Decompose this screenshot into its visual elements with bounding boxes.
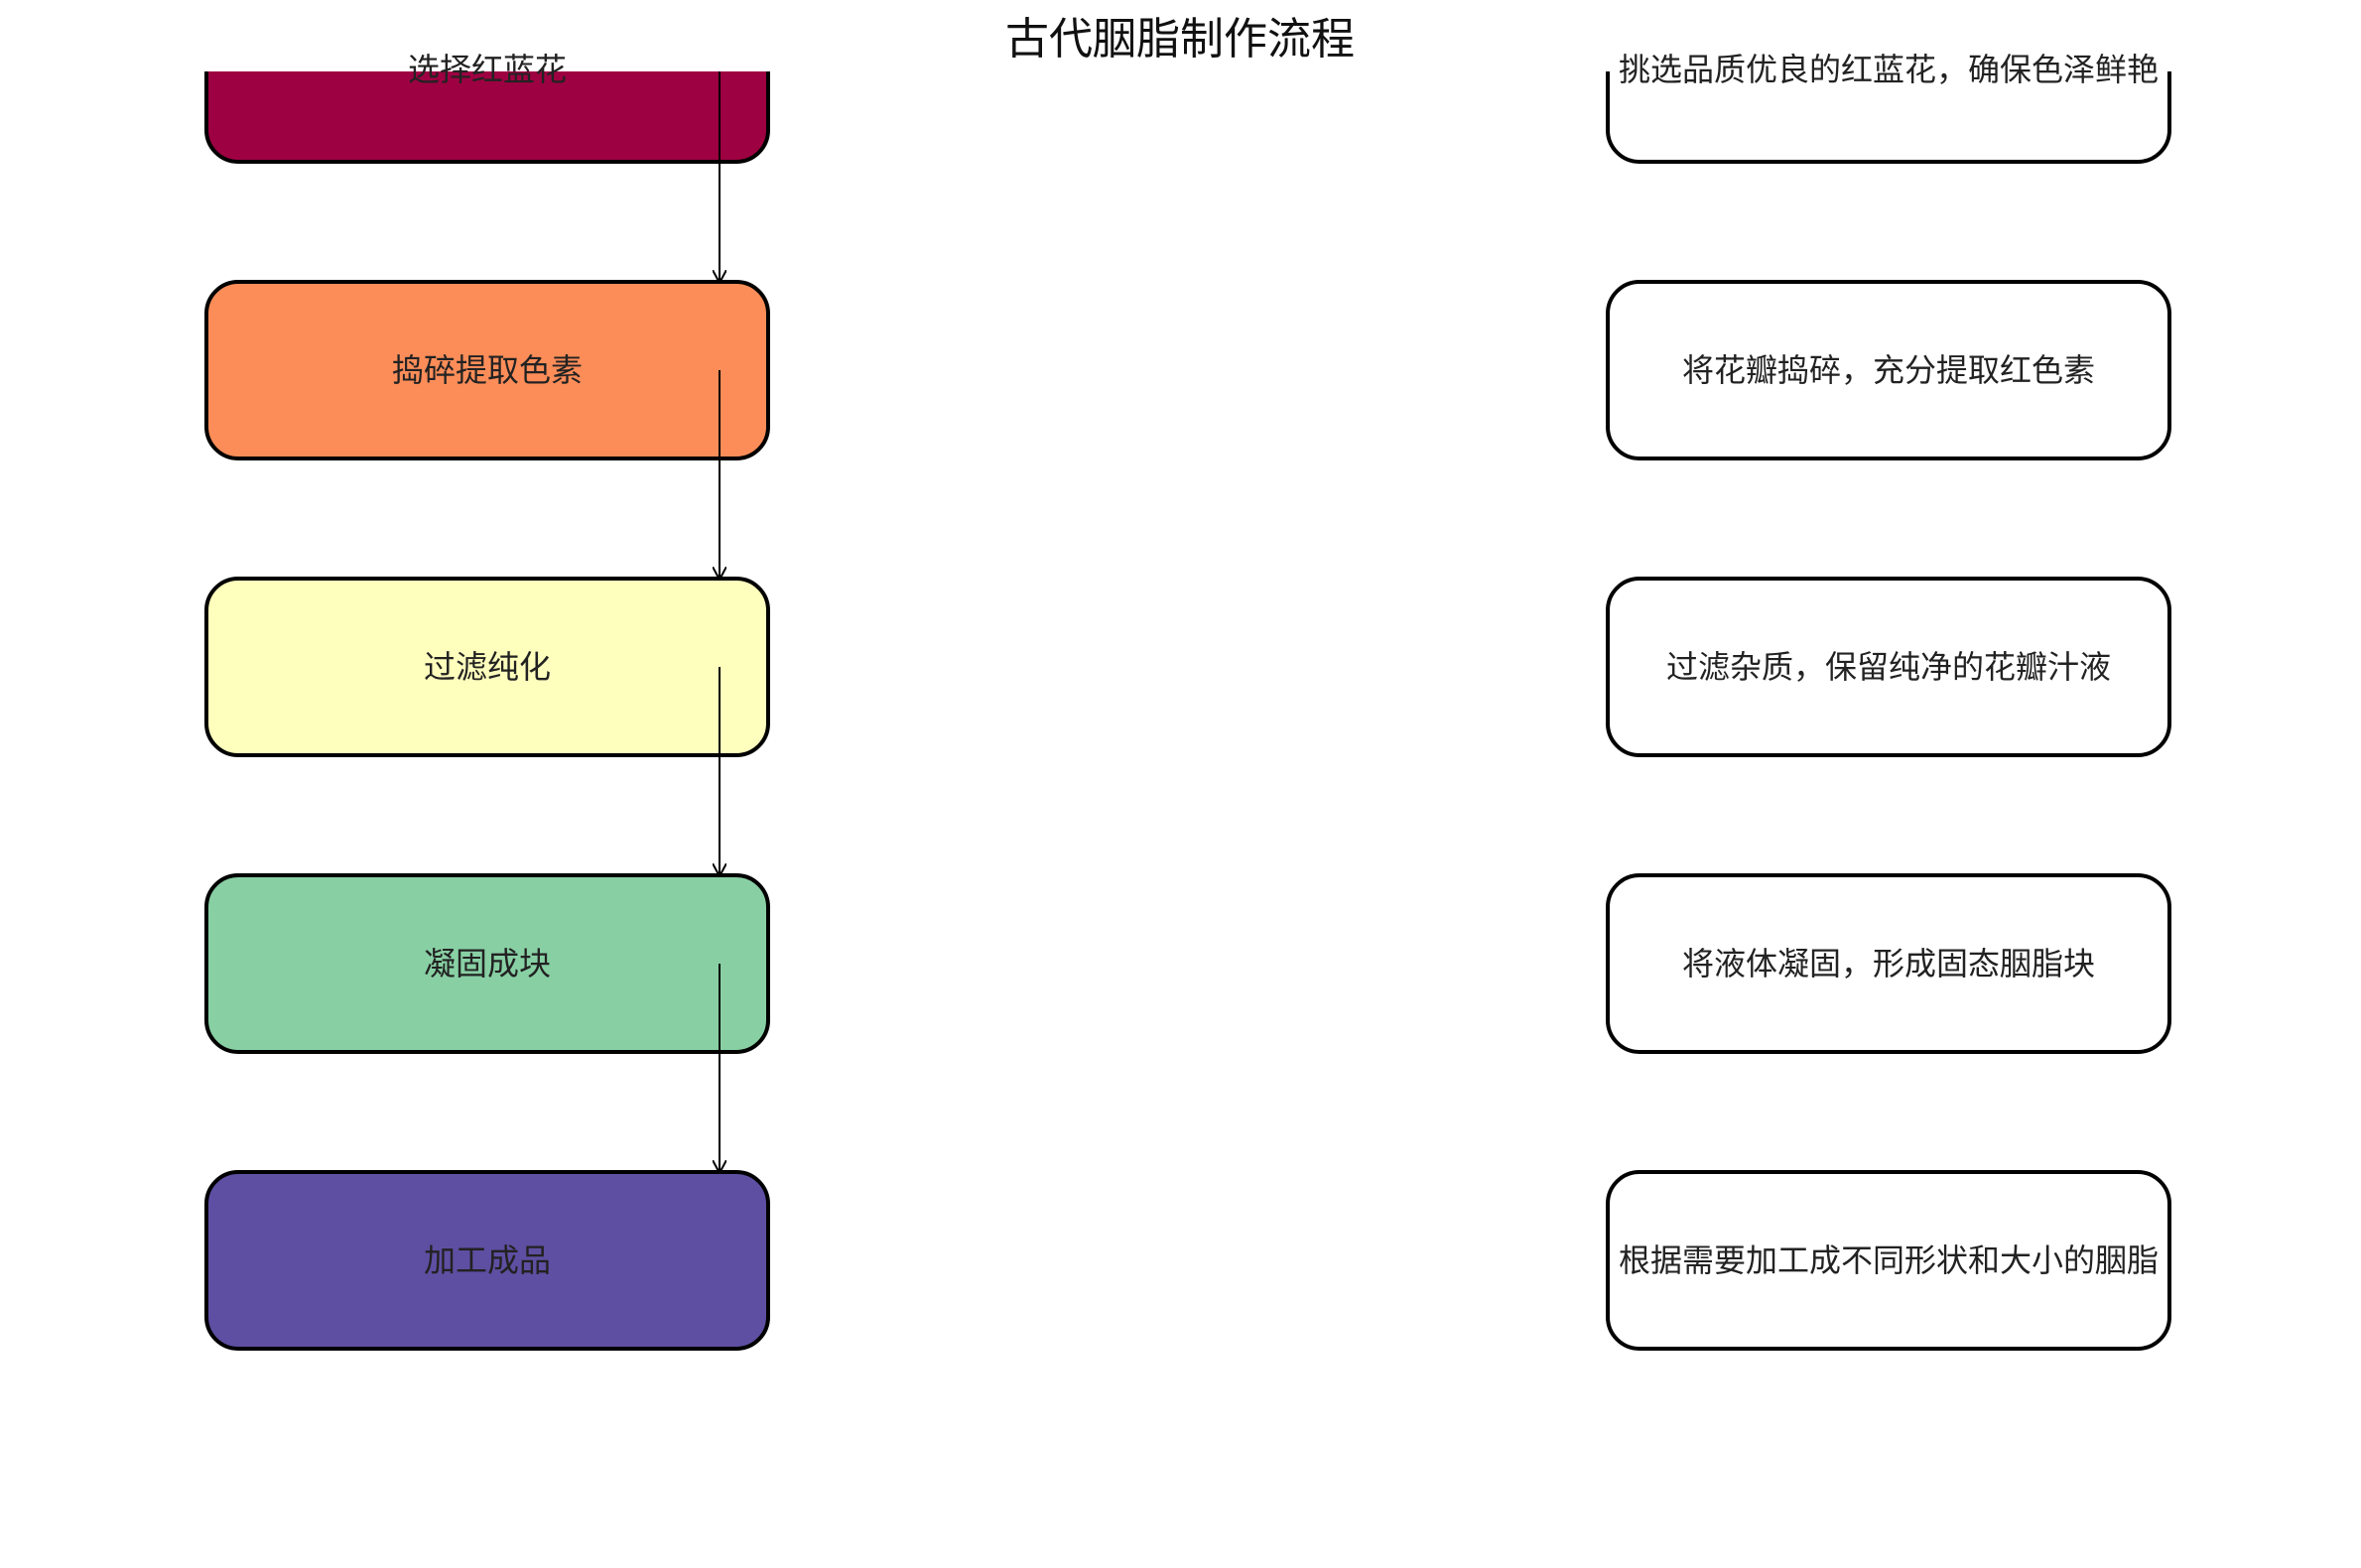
- step-box: [204, 71, 770, 164]
- step-label: 凝固成块: [424, 945, 551, 982]
- step-description: 根据需要加工成不同形状和大小的胭脂: [1619, 1241, 2159, 1279]
- description-box: [1606, 1170, 2171, 1351]
- step-description: 将液体凝固，形成固态胭脂块: [1682, 945, 2095, 982]
- step-label: 过滤纯化: [424, 648, 551, 686]
- step-description: 将花瓣捣碎，充分提取红色素: [1682, 351, 2095, 389]
- description-box: [1606, 577, 2171, 757]
- step-label: 加工成品: [424, 1241, 551, 1279]
- step-description: 挑选品质优良的红蓝花，确保色泽鲜艳: [1619, 51, 2159, 88]
- description-box: [1606, 71, 2171, 164]
- step-description: 过滤杂质，保留纯净的花瓣汁液: [1666, 648, 2111, 686]
- diagram-title: 古代胭脂制作流程: [1005, 14, 1355, 65]
- step-box: [204, 1170, 770, 1351]
- step-label: 捣碎提取色素: [392, 351, 583, 389]
- description-box: [1606, 873, 2171, 1054]
- step-box: [204, 280, 770, 460]
- step-label: 选择红蓝花: [408, 51, 567, 88]
- step-box: [204, 873, 770, 1054]
- step-box: [204, 577, 770, 757]
- description-box: [1606, 280, 2171, 460]
